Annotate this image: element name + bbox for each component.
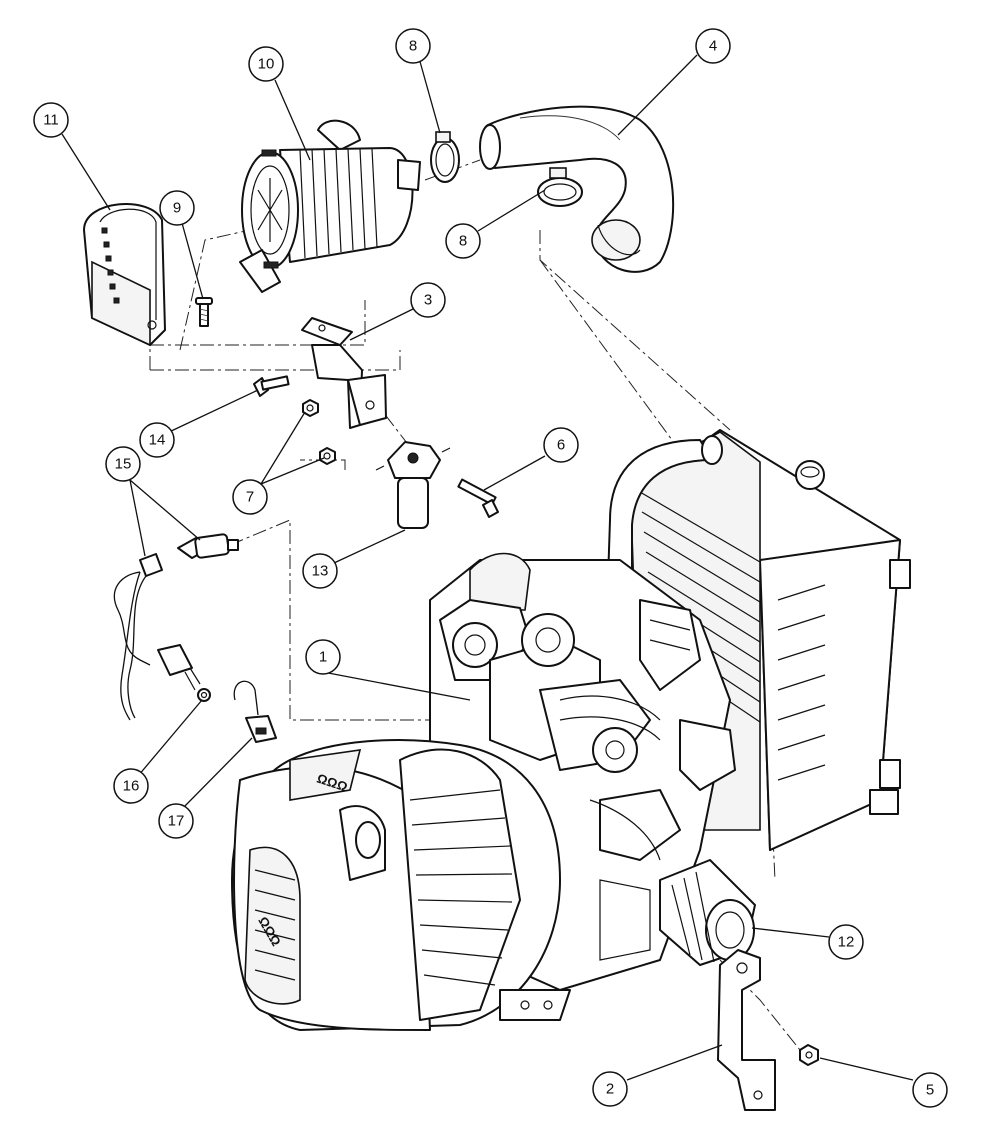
callout-11: 11 bbox=[33, 102, 69, 138]
svg-text:9: 9 bbox=[173, 200, 181, 217]
svg-text:5: 5 bbox=[926, 1082, 934, 1099]
svg-text:12: 12 bbox=[838, 934, 855, 951]
nut-lower bbox=[319, 447, 336, 465]
bolt bbox=[253, 375, 290, 397]
callout-8-upper: 8 bbox=[395, 28, 431, 64]
svg-text:16: 16 bbox=[123, 778, 140, 795]
hose-clamp-lower bbox=[537, 167, 583, 207]
svg-text:2: 2 bbox=[606, 1081, 614, 1098]
svg-text:8: 8 bbox=[459, 233, 467, 250]
callout-6: 6 bbox=[543, 427, 579, 463]
callout-1: 1 bbox=[305, 639, 341, 675]
nut-upper bbox=[302, 399, 319, 417]
leader-lines bbox=[61, 54, 914, 1081]
svg-text:4: 4 bbox=[709, 38, 717, 55]
screw bbox=[195, 297, 213, 327]
sensor-harness bbox=[113, 533, 239, 721]
engine-assembly: ΩΩΩ ΩΩΩ bbox=[231, 429, 911, 1031]
air-cleaner bbox=[239, 119, 421, 293]
fuel-filter bbox=[375, 441, 451, 529]
callout-17: 17 bbox=[158, 803, 194, 839]
engine-mount-bracket bbox=[717, 949, 776, 1111]
intake-hose bbox=[479, 105, 675, 273]
svg-text:8: 8 bbox=[409, 38, 417, 55]
flange-nut bbox=[799, 1044, 819, 1066]
svg-text:15: 15 bbox=[115, 456, 132, 473]
mounting-bracket bbox=[301, 317, 387, 429]
callout-16: 16 bbox=[113, 768, 149, 804]
svg-text:3: 3 bbox=[424, 292, 432, 309]
callout-2: 2 bbox=[592, 1071, 628, 1107]
svg-text:7: 7 bbox=[246, 489, 254, 506]
svg-text:14: 14 bbox=[149, 432, 166, 449]
svg-text:13: 13 bbox=[312, 563, 329, 580]
callout-7: 7 bbox=[232, 479, 268, 515]
long-bolt bbox=[457, 478, 499, 518]
callout-10: 10 bbox=[248, 46, 284, 82]
wire-connector bbox=[233, 680, 277, 743]
callout-8-lower: 8 bbox=[445, 223, 481, 259]
callout-15: 15 bbox=[105, 446, 141, 482]
svg-text:10: 10 bbox=[258, 56, 275, 73]
callout-14: 14 bbox=[139, 422, 175, 458]
air-cleaner-bracket bbox=[83, 203, 166, 347]
svg-text:11: 11 bbox=[43, 112, 59, 129]
svg-text:1: 1 bbox=[319, 649, 327, 666]
svg-text:17: 17 bbox=[168, 813, 185, 830]
callout-12: 12 bbox=[828, 924, 864, 960]
callout-13: 13 bbox=[302, 553, 338, 589]
svg-text:6: 6 bbox=[557, 437, 565, 454]
callout-4: 4 bbox=[695, 28, 731, 64]
oil-filter bbox=[659, 859, 756, 966]
callout-5: 5 bbox=[912, 1072, 948, 1108]
washer bbox=[197, 688, 211, 702]
callout-3: 3 bbox=[410, 282, 446, 318]
hose-clamp-upper bbox=[430, 131, 460, 183]
callout-9: 9 bbox=[159, 190, 195, 226]
